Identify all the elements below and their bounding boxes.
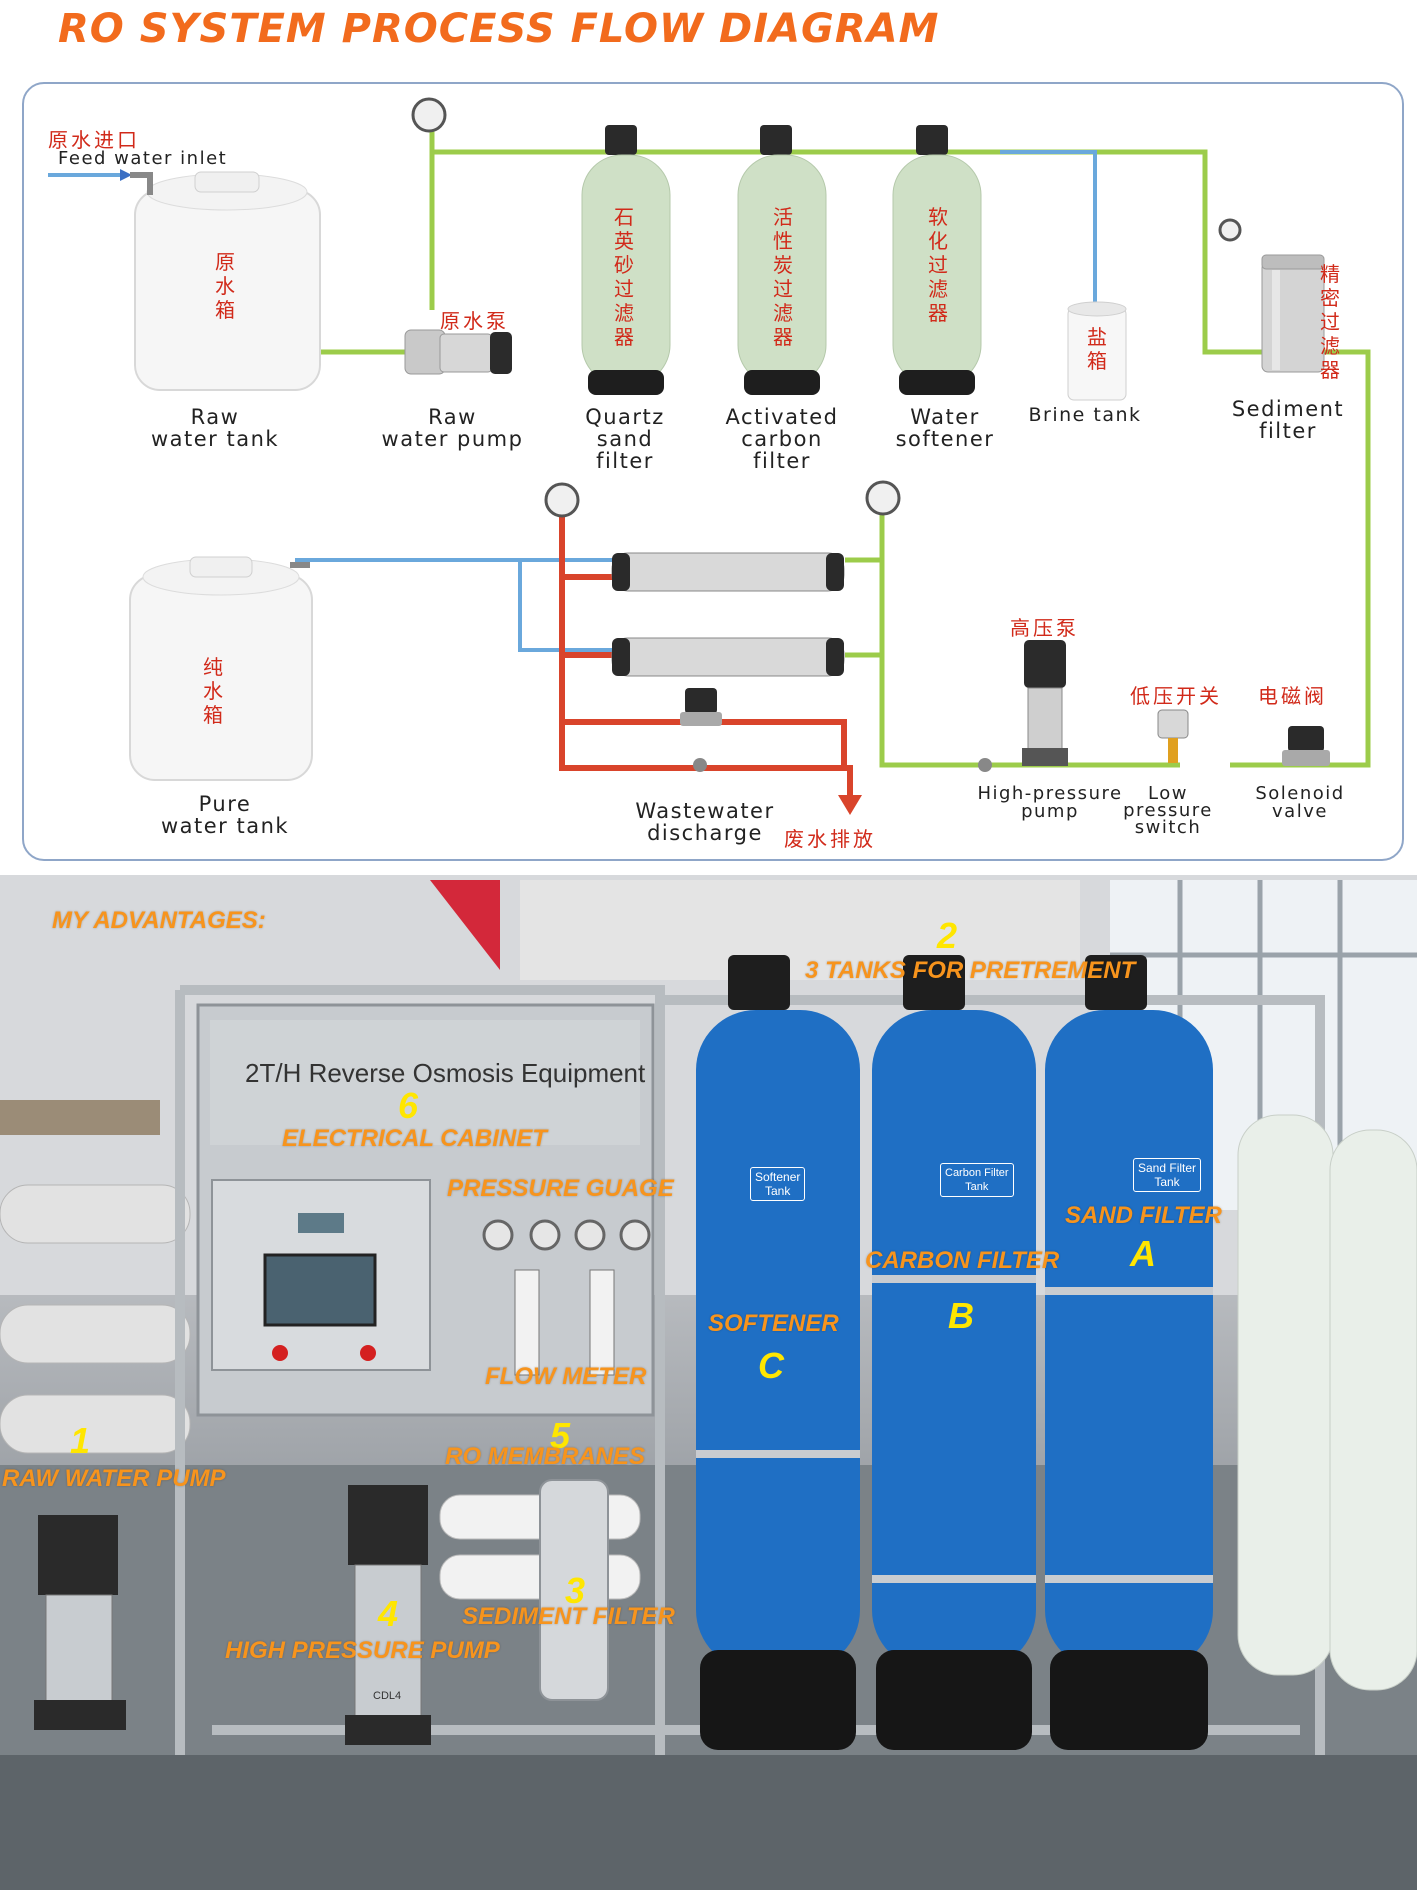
number-2: 2 — [937, 915, 958, 956]
cabinet-nameplate: 2T/H Reverse Osmosis Equipment — [245, 1058, 646, 1088]
sediment-filter-shape — [1261, 254, 1325, 373]
low-pressure-switch-label: Low pressure switch — [1123, 783, 1213, 838]
wastewater-discharge-cn: 废水排放 — [784, 827, 876, 851]
electrical-cabinet-label: ELECTRICAL CABINET — [282, 1125, 547, 1152]
pressure-gauge-label: PRESSURE GUAGE — [447, 1175, 674, 1202]
equipment-photo: 2T/H Reverse Osmosis Equipment Softener … — [0, 875, 1417, 1890]
pure-water-tank-cn: 纯水箱 — [203, 655, 223, 727]
number-6: 6 — [398, 1085, 419, 1126]
softener-label: SOFTENER — [708, 1310, 839, 1337]
pretreatment-tanks-label: 3 TANKS FOR PRETREMENT — [805, 957, 1136, 984]
page-title: RO SYSTEM PROCESS FLOW DIAGRAM — [58, 6, 940, 52]
high-pressure-pump-label: High-pressure pump — [977, 783, 1123, 822]
number-4: 4 — [378, 1593, 399, 1634]
activated-carbon-filter-label: Activated carbon filter — [725, 405, 839, 473]
quartz-sand-filter-label: Quartz sand filter — [585, 405, 665, 473]
raw-water-pump-shape — [404, 329, 512, 375]
number-1: 1 — [70, 1420, 91, 1461]
raw-water-tank-label: Raw water tank — [150, 405, 280, 451]
sand-filter-label: SAND FILTER — [1065, 1202, 1222, 1229]
number-3: 3 — [565, 1570, 586, 1611]
ro-membranes-shape — [611, 552, 845, 677]
solenoid-valve-label: Solenoid valve — [1255, 783, 1345, 822]
brine-tank-cn: 盐箱 — [1087, 325, 1107, 373]
letter-c: C — [758, 1345, 784, 1386]
water-softener-cn: 软化过滤器 — [928, 205, 948, 325]
equipment-illustration — [0, 875, 1417, 1890]
activated-carbon-filter-cn: 活性炭过滤器 — [773, 205, 793, 349]
letter-a: A — [1130, 1233, 1156, 1274]
carbon-filter-label: CARBON FILTER — [865, 1247, 1060, 1274]
pure-water-tank-label: Pure water tank — [160, 792, 290, 838]
flow-diagram-pipes — [48, 97, 1371, 815]
advantages-heading: MY ADVANTAGES: — [52, 907, 266, 934]
brine-tank-shape — [1067, 301, 1127, 401]
sediment-filter-photo-label: SEDIMENT FILTER — [462, 1603, 675, 1630]
pure-water-tank-shape — [129, 556, 313, 781]
feed-water-inlet-cn: 原水进口 — [48, 128, 140, 152]
solenoid-valve-cn: 电磁阀 — [1258, 684, 1327, 708]
high-pressure-pump-cn: 高压泵 — [1010, 616, 1079, 640]
raw-water-pump-cn: 原水泵 — [440, 309, 509, 333]
water-softener-label: Water softener — [895, 405, 995, 451]
sand-filter-tank-tag: Sand Filter Tank — [1133, 1158, 1202, 1192]
brine-tank-label: Brine tank — [1028, 404, 1142, 426]
letter-b: B — [948, 1295, 974, 1336]
quartz-sand-filter-cn: 石英砂过滤器 — [614, 205, 634, 349]
high-pressure-pump-photo-label: HIGH PRESSURE PUMP — [225, 1637, 500, 1664]
sediment-filter-cn: 精密过滤器 — [1320, 262, 1340, 382]
low-pressure-switch-cn: 低压开关 — [1130, 684, 1222, 708]
raw-water-pump-label: Raw water pump — [381, 405, 524, 451]
flow-meter-label: FLOW METER — [485, 1363, 647, 1390]
ro-membranes-label: RO MEMBRANES — [445, 1443, 646, 1470]
feed-water-inlet-label: Feed water inlet — [58, 148, 228, 169]
filter-vessels — [581, 125, 982, 395]
sediment-filter-label: Sediment filter — [1231, 397, 1345, 443]
softener-tank-tag: Softener Tank — [750, 1167, 806, 1201]
raw-water-pump-label: RAW WATER PUMP — [2, 1465, 226, 1492]
pump-model-tag: CDL4 — [373, 1690, 402, 1702]
high-pressure-pump-shape — [1022, 640, 1068, 766]
number-5: 5 — [550, 1415, 571, 1456]
raw-water-tank-cn: 原水箱 — [215, 250, 235, 322]
wastewater-discharge-label: Wastewater discharge — [635, 799, 775, 845]
carbon-filter-tank-tag: Carbon Filter Tank — [940, 1163, 1014, 1197]
raw-water-tank-shape — [134, 171, 321, 391]
